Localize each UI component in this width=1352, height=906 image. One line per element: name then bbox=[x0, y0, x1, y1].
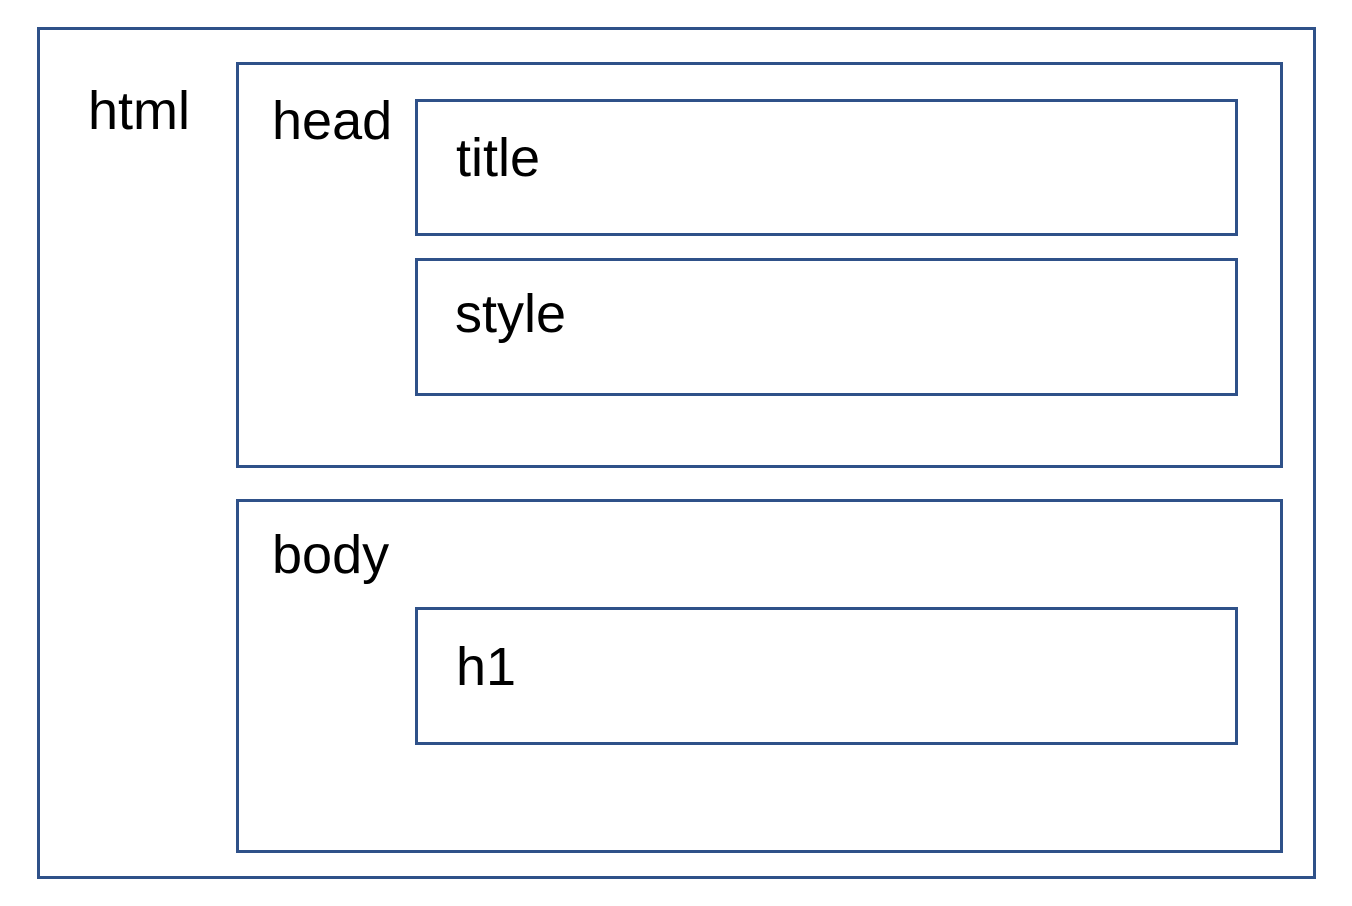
html-element-box bbox=[37, 27, 1316, 879]
body-element-box bbox=[236, 499, 1283, 853]
h1-element-box bbox=[415, 607, 1238, 745]
title-element-label: title bbox=[456, 128, 541, 188]
title-element-box bbox=[415, 99, 1238, 236]
html-element-label: html bbox=[88, 81, 191, 141]
head-element-label: head bbox=[272, 91, 393, 151]
style-element-label: style bbox=[455, 284, 567, 344]
style-element-box bbox=[415, 258, 1238, 396]
body-element-label: body bbox=[272, 525, 390, 585]
h1-element-label: h1 bbox=[456, 637, 517, 697]
head-element-box bbox=[236, 62, 1283, 468]
